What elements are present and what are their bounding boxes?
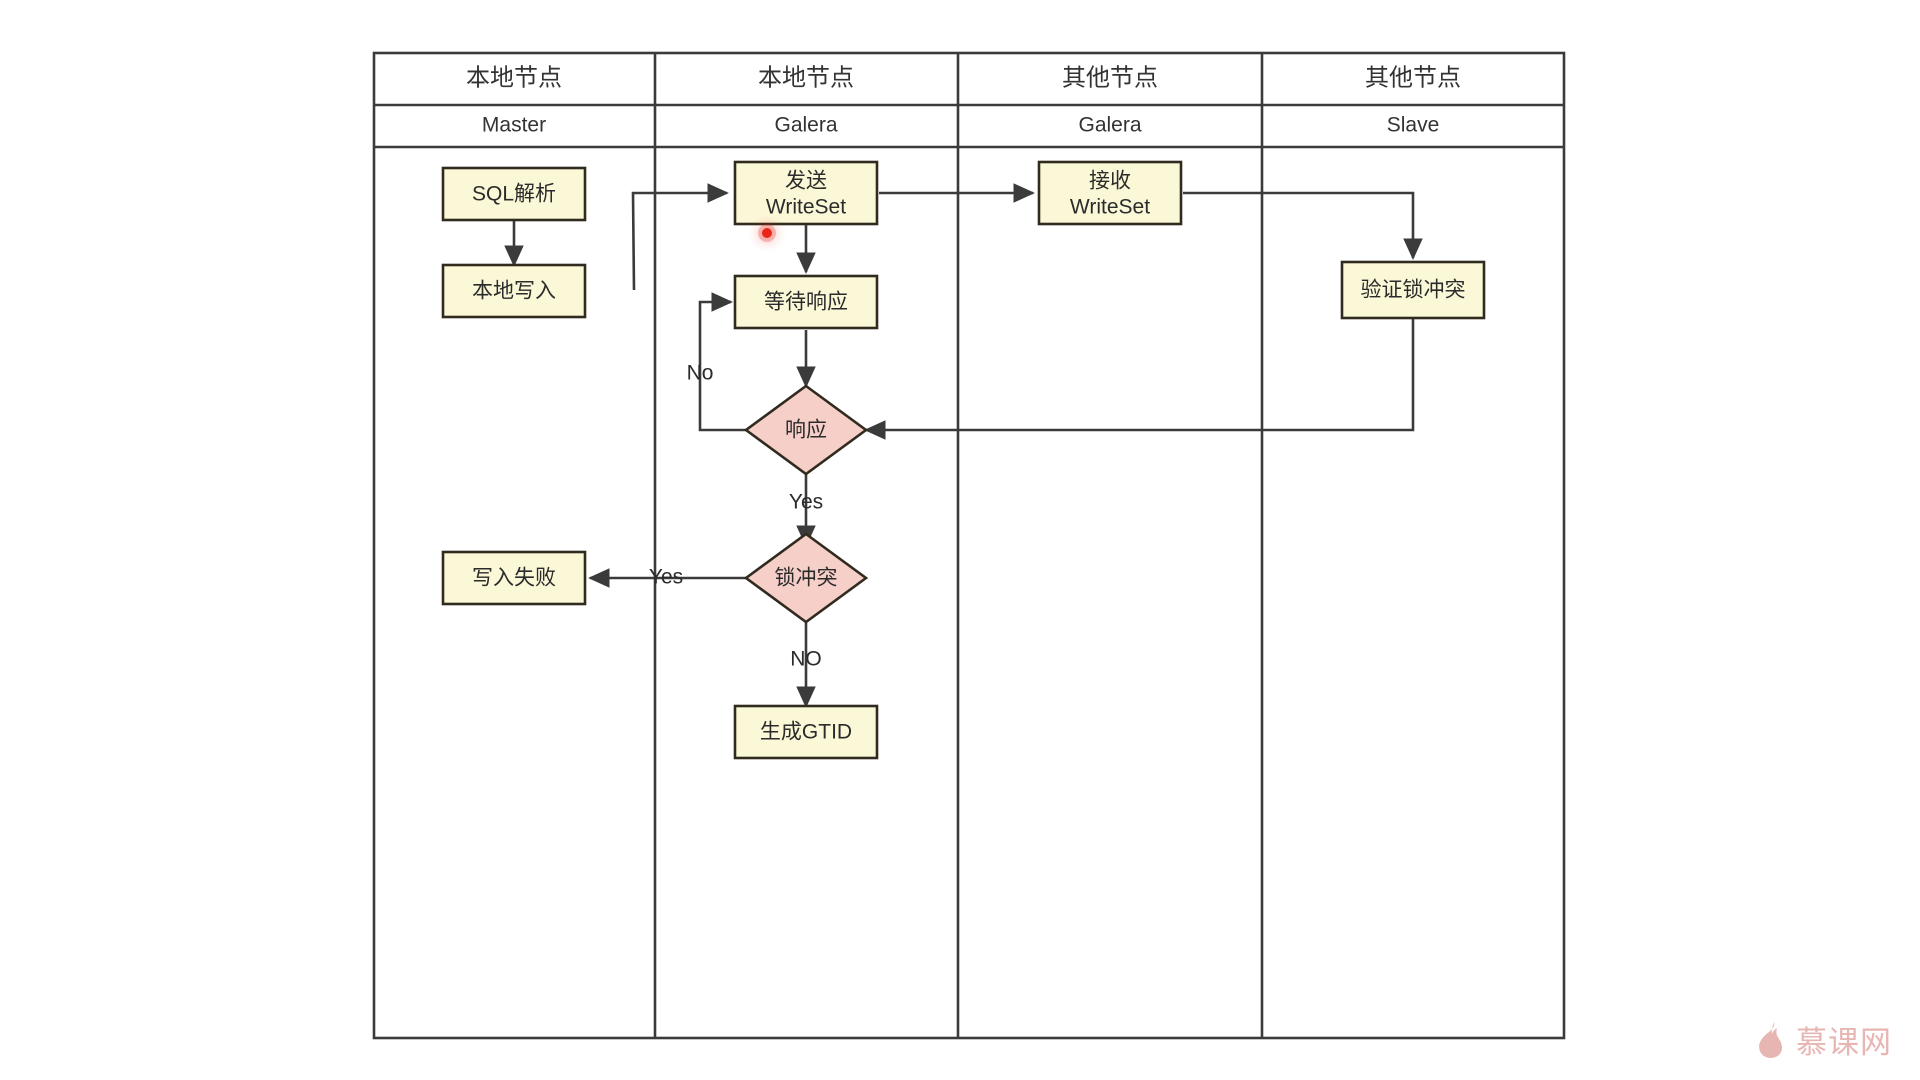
lane-title-slave: 其他节点 — [1365, 64, 1461, 91]
node-label-gen-gtid: 生成GTID — [760, 721, 852, 744]
node-recv-writeset[interactable]: 接收 WriteSet — [1037, 160, 1183, 226]
lane-header-galera-other: 其他节点 Galera — [1062, 64, 1158, 136]
edges-layer: 等待响应 (left loop) --> No 锁冲突 --> Yes 写入失败… — [504, 183, 1423, 708]
node-label-recv-writeset-line2: WriteSet — [1070, 196, 1150, 219]
node-label-send-writeset-line2: WriteSet — [766, 196, 846, 219]
node-label-send-writeset-line1: 发送 — [785, 170, 827, 193]
node-write-fail[interactable]: 写入失败 — [441, 550, 587, 606]
lane-subtitle-galera-local: Galera — [774, 114, 837, 137]
node-label-lock-conflict: 锁冲突 — [775, 567, 838, 590]
node-gen-gtid[interactable]: 生成GTID — [733, 704, 879, 760]
edge-verify-lock-to-response — [864, 318, 1415, 440]
lane-title-master: 本地节点 — [466, 64, 562, 91]
edge-label-response-yes: Yes — [789, 491, 823, 514]
node-wait-response[interactable]: 等待响应 — [733, 274, 879, 330]
lane-header-slave: 其他节点 Slave — [1365, 64, 1461, 136]
lane-title-galera-local: 本地节点 — [758, 64, 854, 91]
node-local-write[interactable]: 本地写入 — [441, 263, 587, 319]
node-response[interactable]: 响应 — [743, 384, 869, 476]
node-label-write-fail: 写入失败 — [472, 567, 556, 590]
lane-header-master: 本地节点 Master — [466, 64, 562, 136]
node-label-response: 响应 — [785, 419, 827, 442]
node-lock-conflict[interactable]: 锁冲突 — [743, 532, 869, 624]
lane-subtitle-master: Master — [482, 114, 546, 137]
edge-recv-writeset-to-verify-lock — [1183, 191, 1423, 260]
node-sql-parse[interactable]: SQL解析 — [441, 166, 587, 222]
edge-response-no-to-wait-response — [698, 292, 749, 432]
lane-subtitle-galera-other: Galera — [1078, 114, 1141, 137]
node-label-local-write: 本地写入 — [472, 280, 556, 303]
node-label-verify-lock: 验证锁冲突 — [1361, 279, 1466, 302]
edge-label-lock-conflict-yes: Yes — [649, 566, 683, 589]
watermark-text: 慕课网 — [1796, 1025, 1892, 1061]
edge-label-response-no: No — [687, 362, 714, 385]
mouse-cursor-marker — [762, 228, 772, 238]
edge-label-lock-conflict-no: NO — [790, 648, 822, 671]
node-send-writeset[interactable]: 发送 WriteSet — [733, 160, 879, 226]
node-label-recv-writeset-line1: 接收 — [1089, 170, 1131, 193]
lane-subtitle-slave: Slave — [1387, 114, 1440, 137]
watermark: 慕课网 — [1755, 1017, 1892, 1062]
node-label-wait-response: 等待响应 — [764, 291, 848, 314]
node-label-sql-parse: SQL解析 — [472, 183, 556, 206]
node-verify-lock[interactable]: 验证锁冲突 — [1340, 260, 1486, 320]
edge-local-write-to-send-writeset — [631, 183, 729, 291]
flame-icon — [1759, 1021, 1782, 1058]
lane-header-galera-local: 本地节点 Galera — [758, 64, 854, 136]
lane-title-galera-other: 其他节点 — [1062, 64, 1158, 91]
